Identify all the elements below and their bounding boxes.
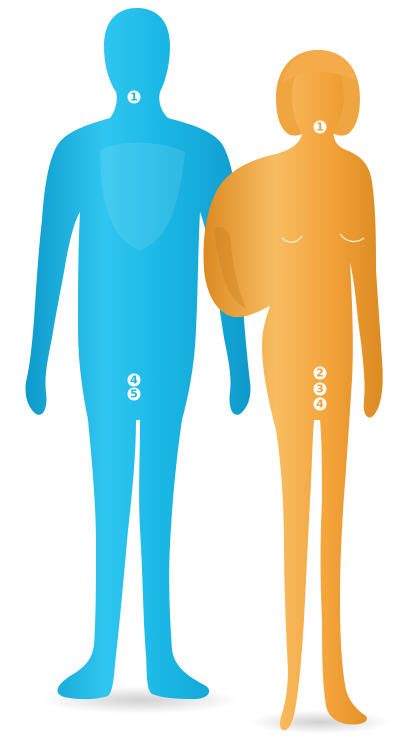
- male-marker: 4: [128, 374, 141, 387]
- female-marker-label: 4: [316, 398, 324, 411]
- male-body: [25, 8, 250, 699]
- male-marker-label: 1: [130, 91, 138, 104]
- female-marker-label: 1: [316, 121, 324, 134]
- male-marker-label: 5: [130, 388, 138, 401]
- male-marker-label: 4: [130, 374, 138, 387]
- female-marker: 3: [314, 383, 327, 396]
- male-marker: 1: [128, 91, 141, 104]
- female-floor-shadow: [250, 710, 390, 734]
- female-marker: 4: [314, 398, 327, 411]
- female-marker: 2: [314, 367, 327, 380]
- female-marker: 1: [314, 121, 327, 134]
- female-marker-label: 3: [316, 383, 324, 396]
- male-marker: 5: [128, 388, 141, 401]
- male-silhouette: [25, 8, 250, 699]
- female-marker-label: 2: [316, 367, 324, 380]
